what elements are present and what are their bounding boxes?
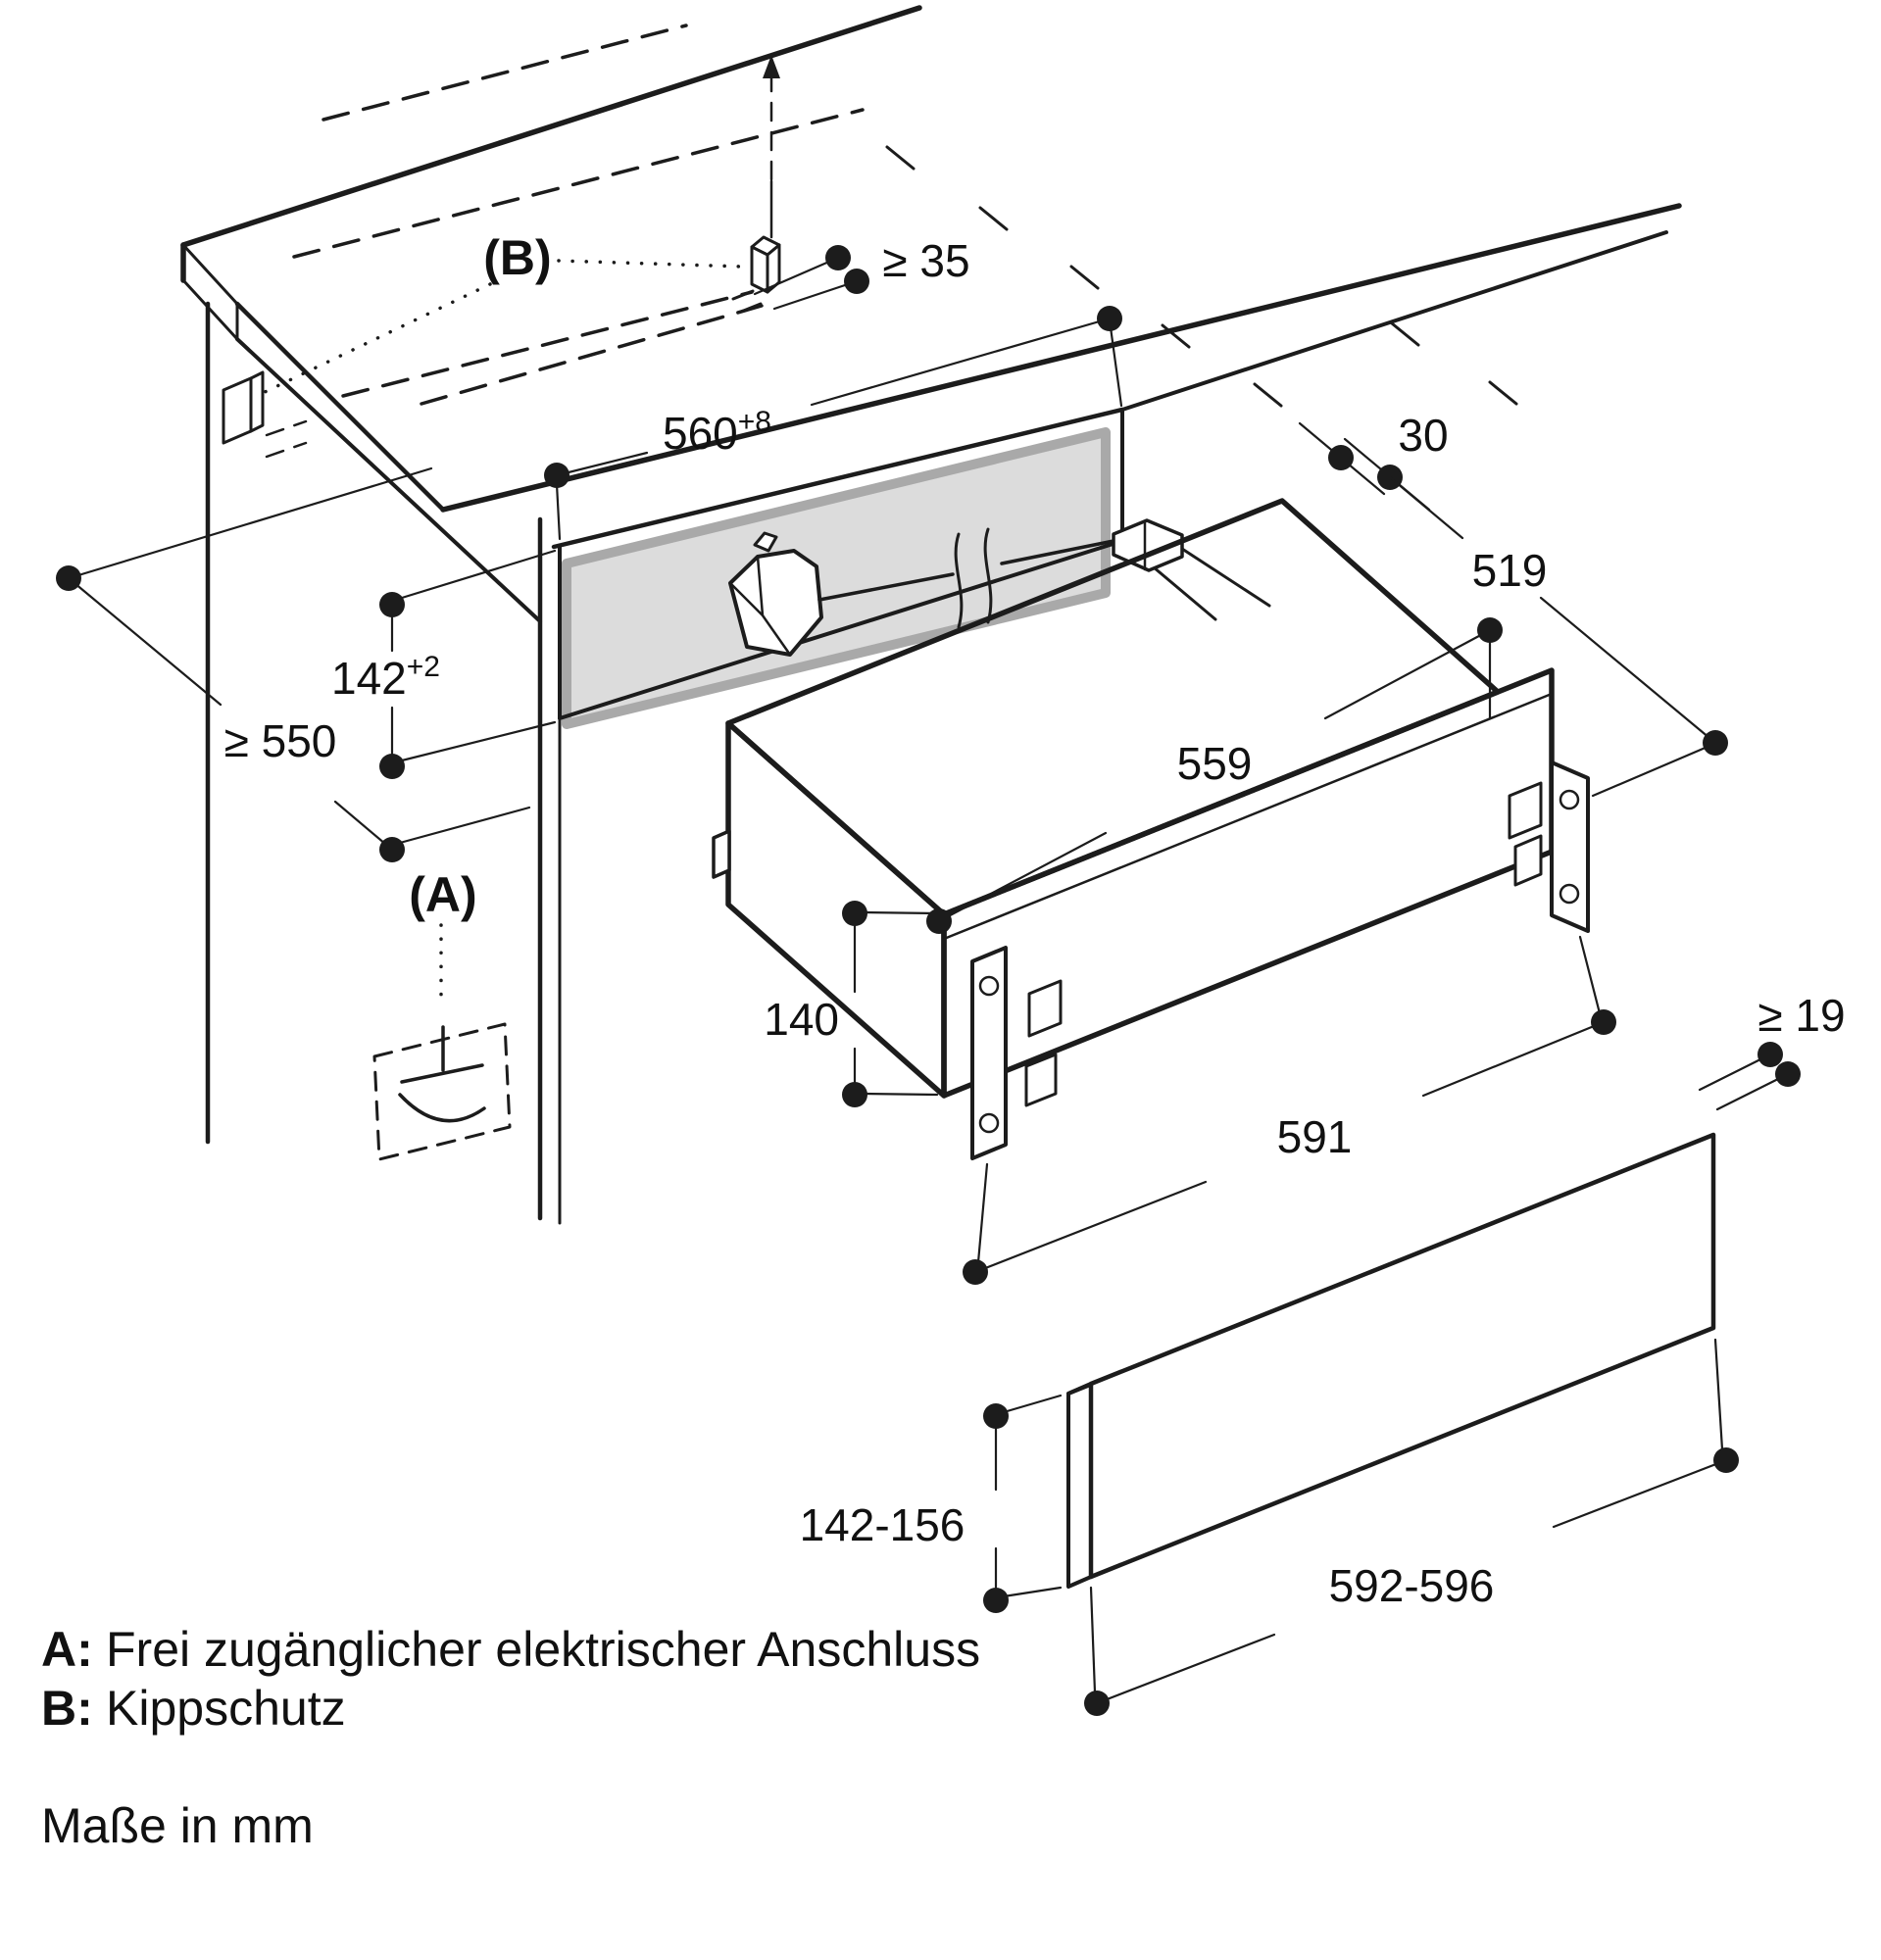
dim-unit-width: 559 xyxy=(926,617,1503,934)
dim-min-depth-label: ≥ 550 xyxy=(224,715,337,766)
furniture-front-panel xyxy=(1066,1132,1716,1589)
dim-niche-width: 560+8 xyxy=(544,306,1123,541)
dim-niche-height: 142+2 xyxy=(331,549,557,779)
legend-b-text: Kippschutz xyxy=(106,1681,346,1736)
dim-front-thickness-label: ≥ 19 xyxy=(1757,990,1845,1041)
dim-right-gap-label: 30 xyxy=(1398,410,1448,461)
power-plug-cable xyxy=(728,518,1271,657)
dim-front-thickness: ≥ 19 xyxy=(1698,990,1846,1111)
legend: A: Frei zugänglicher elektrischer Anschl… xyxy=(41,1622,980,1853)
dim-top-clearance-label: ≥ 35 xyxy=(882,235,969,286)
callout-b: (B) xyxy=(259,230,744,396)
mounting-plate-left xyxy=(970,946,1063,1160)
callout-b-label: (B) xyxy=(483,230,551,285)
dim-unit-front-width-label: 591 xyxy=(1277,1111,1353,1162)
worktop-cutout-dashes xyxy=(292,24,1518,408)
dim-min-depth: ≥ 550 xyxy=(56,466,531,862)
warming-drawer-unit xyxy=(712,498,1590,1160)
units-note: Maße in mm xyxy=(41,1798,314,1853)
dim-top-clearance: ≥ 35 xyxy=(753,235,970,311)
power-plug xyxy=(728,549,823,657)
worktop xyxy=(180,5,1682,621)
niche-back-panel xyxy=(562,427,1111,729)
dim-unit-depth: 519 xyxy=(1388,475,1728,798)
dim-unit-height: 140 xyxy=(764,901,939,1107)
mounting-plate-right xyxy=(1508,760,1590,933)
dim-unit-width-label: 559 xyxy=(1177,738,1253,789)
cable-connector xyxy=(1112,518,1184,572)
dim-front-width-label: 592-596 xyxy=(1329,1560,1495,1611)
side-panel xyxy=(205,301,562,1225)
legend-a-text: Frei zugänglicher elektrischer Anschluss xyxy=(106,1622,980,1677)
kippschutz-bracket-top xyxy=(750,235,781,294)
dim-front-height-label: 142-156 xyxy=(800,1499,965,1550)
dim-niche-width-label: 560+8 xyxy=(663,406,771,459)
niche xyxy=(551,407,1125,729)
kippschutz-bracket-left xyxy=(222,370,308,459)
dim-unit-front-width: 591 xyxy=(963,935,1616,1285)
legend-a-key: A: xyxy=(41,1622,93,1677)
callout-a-label: (A) xyxy=(409,867,476,922)
cable-break-mark xyxy=(954,527,993,629)
rear-tab xyxy=(712,829,731,879)
dim-unit-depth-label: 519 xyxy=(1472,545,1548,596)
dim-front-width: 592-596 xyxy=(1084,1338,1739,1716)
dim-unit-height-label: 140 xyxy=(764,994,839,1045)
legend-b-key: B: xyxy=(41,1681,93,1736)
cutout-arrow xyxy=(763,55,780,78)
socket-symbol xyxy=(398,1025,486,1123)
dim-front-height: 142-156 xyxy=(800,1394,1063,1613)
dim-niche-height-label: 142+2 xyxy=(331,651,440,704)
callout-a: (A) xyxy=(372,867,512,1161)
dim-right-gap: 30 xyxy=(1298,410,1449,512)
